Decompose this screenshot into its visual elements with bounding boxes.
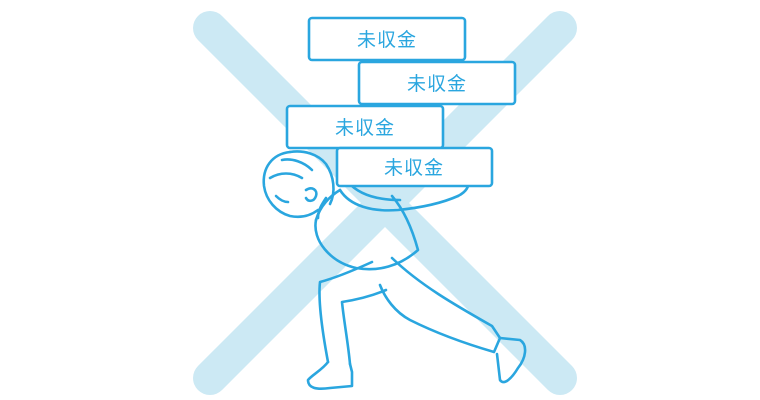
box-4: 未収金 (335, 146, 494, 188)
box-label: 未収金 (384, 157, 444, 179)
box-label: 未収金 (407, 73, 467, 95)
box-2: 未収金 (357, 60, 517, 106)
box-3: 未収金 (285, 104, 445, 150)
box-label: 未収金 (335, 117, 395, 139)
box-stack: 未収金 未収金 未収金 未収金 (285, 16, 517, 188)
box-label: 未収金 (357, 29, 417, 51)
box-1: 未収金 (307, 16, 467, 62)
